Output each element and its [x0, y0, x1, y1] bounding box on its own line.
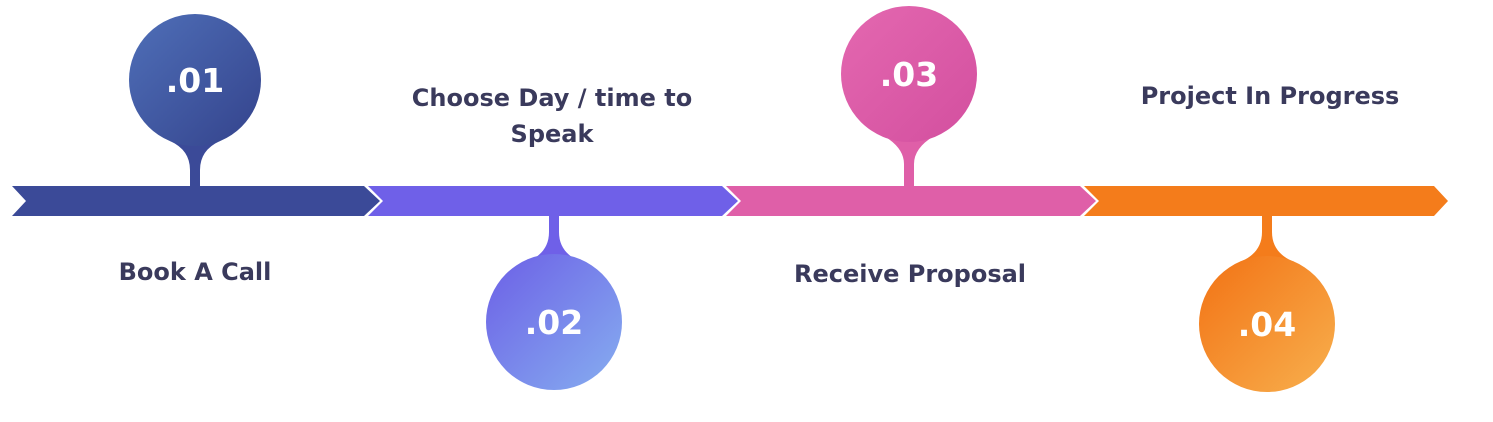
step-circle-4 [1199, 256, 1335, 392]
step-circle-1 [129, 14, 261, 146]
pin-4 [1242, 216, 1292, 261]
pin-2 [529, 216, 579, 261]
timeline-segment-3 [726, 186, 1096, 216]
step-number-4: .04 [1238, 305, 1296, 344]
step-label-3: Receive Proposal [793, 260, 1027, 288]
step-circle-2 [486, 254, 622, 390]
step-marker-2: .02 [486, 216, 622, 390]
timeline-segment-1 [12, 186, 380, 216]
timeline-segment-4 [1084, 186, 1448, 216]
step-number-3: .03 [880, 55, 938, 94]
timeline-segment-2 [368, 186, 738, 216]
step-label-1: Book A Call [118, 258, 272, 286]
step-label-2: Choose Day / time to Speak [411, 84, 693, 148]
step-marker-1: .01 [129, 14, 261, 186]
step-label-4: Project In Progress [1140, 82, 1400, 110]
step-marker-3: .03 [841, 6, 977, 186]
pin-3 [884, 136, 934, 186]
step-number-2: .02 [525, 303, 583, 342]
step-marker-4: .04 [1199, 216, 1335, 392]
pin-1 [170, 141, 220, 186]
step-number-1: .01 [166, 61, 224, 100]
step-circle-3 [841, 6, 977, 142]
